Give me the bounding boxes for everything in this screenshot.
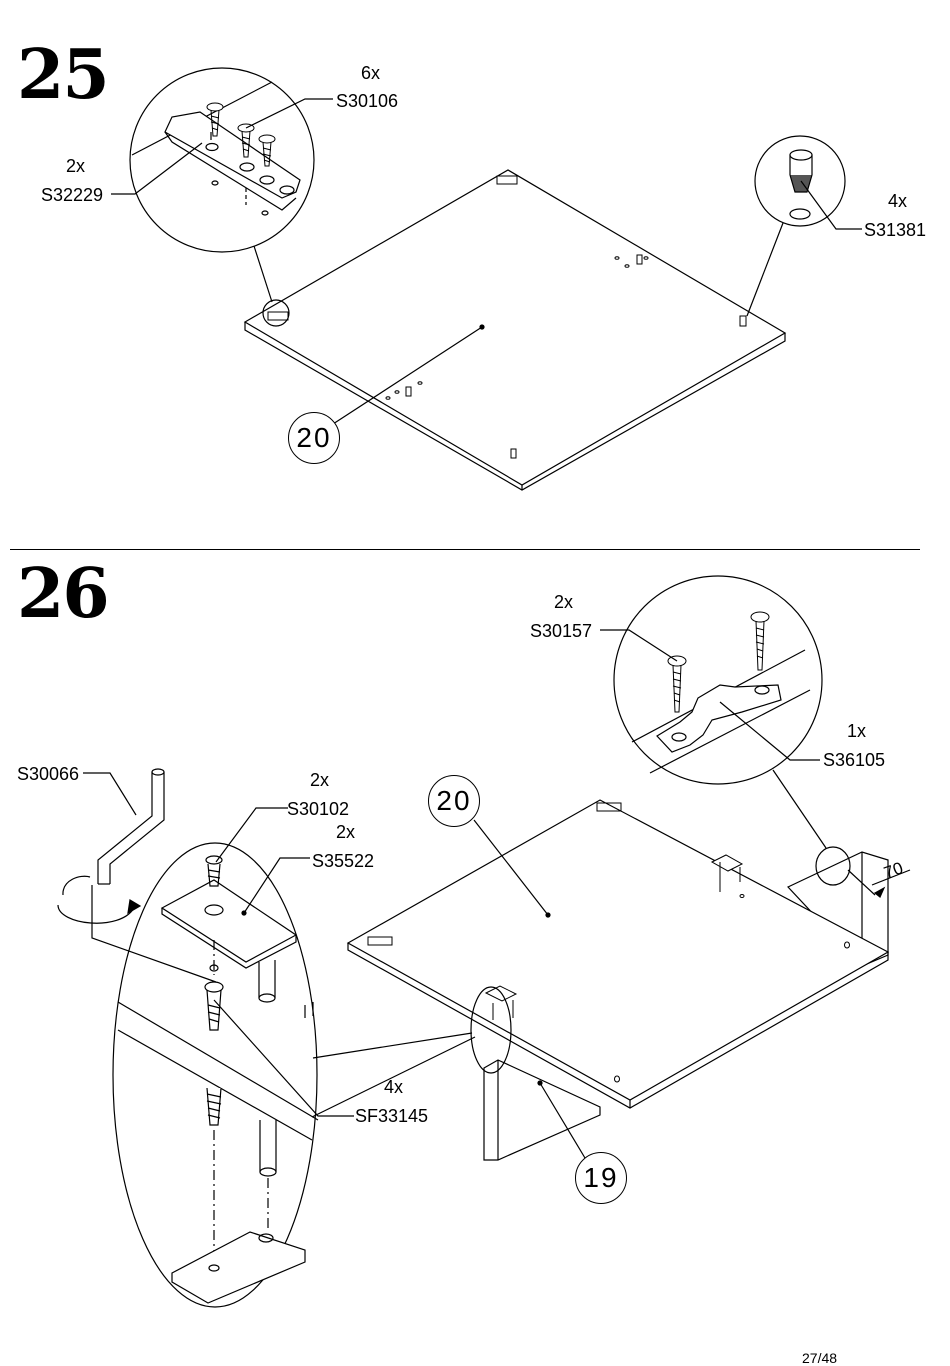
allen-key-icon <box>57 768 217 983</box>
fastener-detail <box>117 855 319 1304</box>
step25-drawing <box>111 67 862 491</box>
callout-part-s30102: S30102 <box>287 799 350 819</box>
callout-part-s30106: S30106 <box>336 91 399 111</box>
detail-circle-top-right <box>613 575 823 785</box>
callout-qty-s31381: 4x <box>888 191 908 211</box>
callout-qty-s30102: 2x <box>310 770 330 790</box>
callout-part-s36105: S36105 <box>823 750 886 770</box>
panel-19-board <box>483 1059 601 1161</box>
page-number: 27/48 <box>802 1350 838 1366</box>
panel-20-label-step26: 20 <box>428 775 480 827</box>
detail-oval-left <box>112 842 318 1308</box>
step-25-number: 25 <box>17 35 110 115</box>
panel-19-label: 19 <box>575 1152 627 1204</box>
callout-qty-s32229: 2x <box>66 156 86 176</box>
callout-part-sf33145: SF33145 <box>355 1106 429 1126</box>
connector-detail <box>631 611 811 774</box>
callout-qty-s35522: 2x <box>336 822 356 842</box>
callout-part-s31381: S31381 <box>864 220 927 240</box>
callout-qty-sf33145: 4x <box>384 1077 404 1097</box>
step26-drawing <box>57 575 911 1308</box>
callout-part-s30157: S30157 <box>530 621 593 641</box>
callout-part-s35522: S35522 <box>312 851 375 871</box>
bracket-detail <box>131 81 301 216</box>
callout-qty-s30157: 2x <box>554 592 574 612</box>
callout-qty-s36105: 1x <box>847 721 867 741</box>
step-26-number: 26 <box>17 554 110 634</box>
fittings-25 <box>267 175 747 459</box>
panel-20-label-step25: 20 <box>288 412 340 464</box>
panel-20-top <box>346 799 890 1101</box>
callout-part-s32229: S32229 <box>41 185 104 205</box>
tool-part-s30066: S30066 <box>17 764 80 784</box>
step-divider <box>10 549 920 550</box>
callout-qty-s30106: 6x <box>361 63 381 83</box>
